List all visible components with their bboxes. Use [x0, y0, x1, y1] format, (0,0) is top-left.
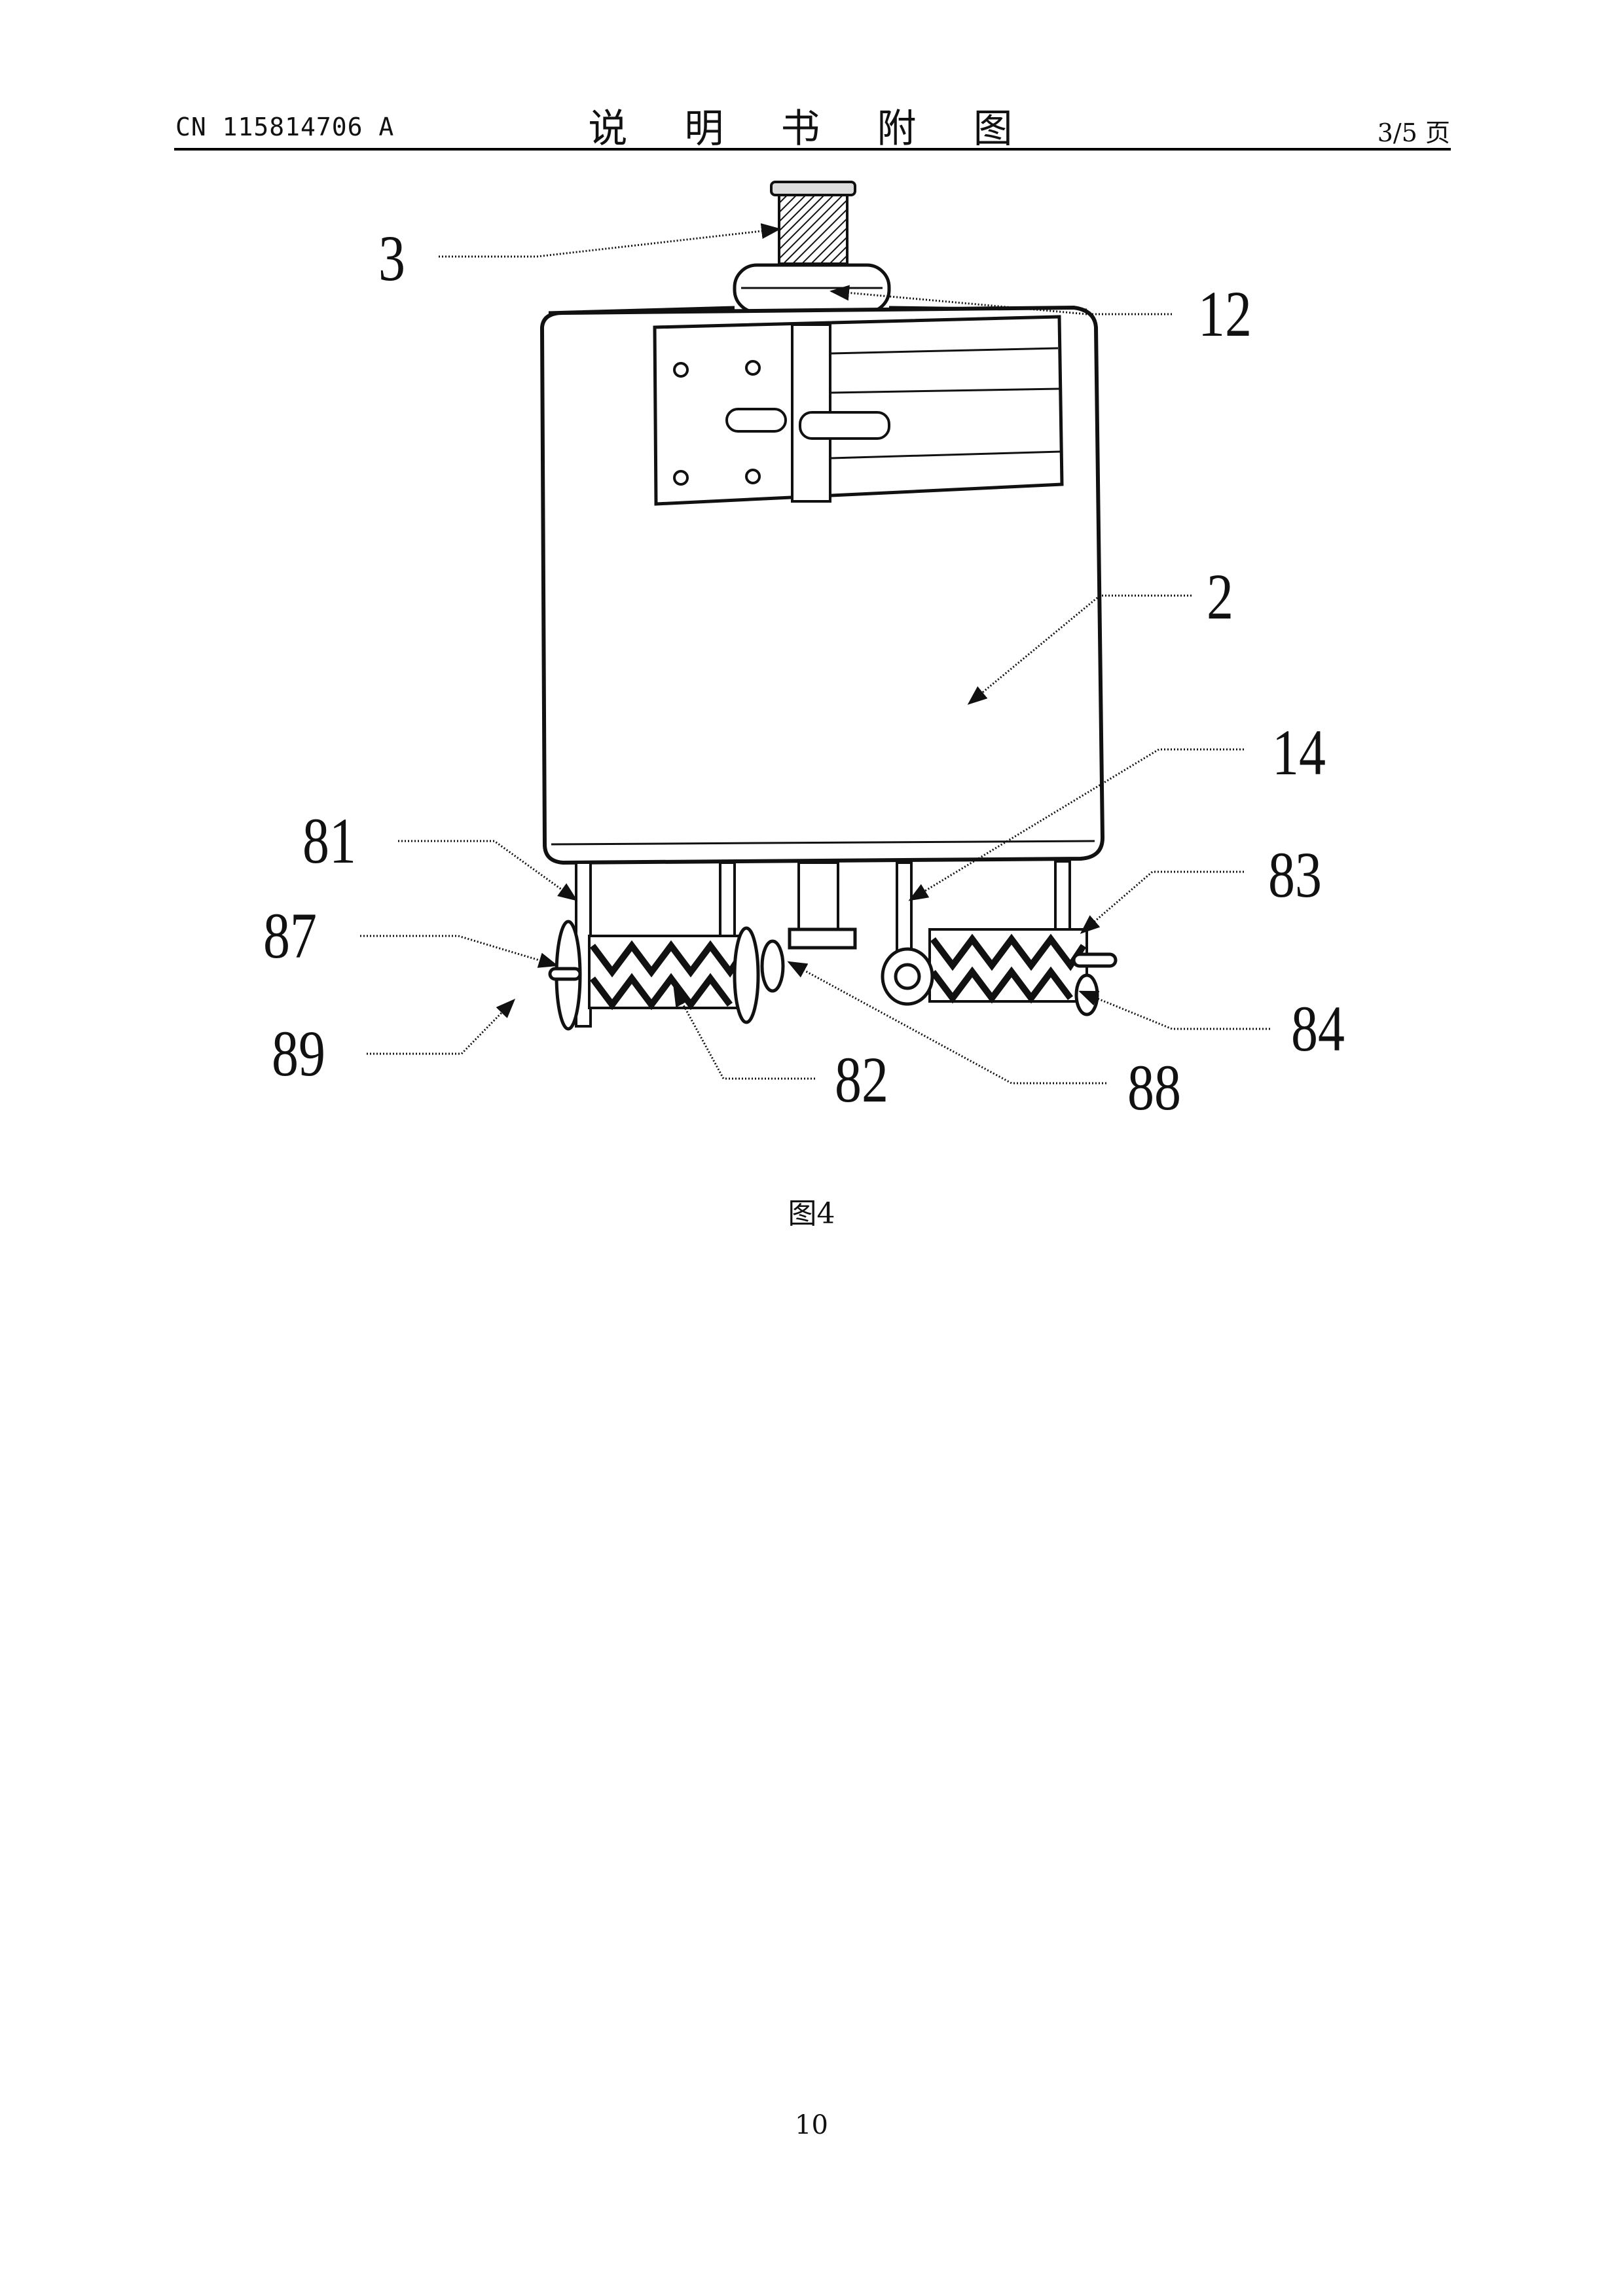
ref-87: 87	[263, 899, 317, 972]
augers	[588, 928, 1088, 1011]
page-counter: 3/5 页	[1377, 118, 1450, 147]
leader-lines	[360, 223, 1270, 1085]
ref-14: 14	[1272, 716, 1326, 789]
header-rule	[174, 148, 1451, 151]
ref-84: 84	[1291, 992, 1345, 1065]
knob	[770, 181, 856, 265]
ref-88: 88	[1127, 1051, 1181, 1124]
ref-89: 89	[272, 1017, 325, 1090]
ref-81: 81	[302, 804, 356, 877]
ref-2: 2	[1207, 560, 1233, 633]
mounting-plate	[653, 315, 1064, 506]
ref-82: 82	[835, 1043, 888, 1116]
page-title: 说 明 书 附 图	[588, 106, 1035, 152]
ref-3: 3	[378, 222, 405, 295]
ref-83: 83	[1268, 838, 1322, 911]
cap	[733, 263, 891, 314]
figure-caption: 图4	[788, 1197, 835, 1230]
ref-12: 12	[1198, 278, 1252, 350]
patent-figure: 3 12 2 14 81 83 87 84 89 82 88	[263, 181, 1345, 1124]
figure-drawing	[360, 181, 1270, 1085]
page-number: 10	[795, 2110, 828, 2140]
publication-number: CN 115814706 A	[175, 113, 395, 141]
wheels	[548, 920, 1118, 1031]
